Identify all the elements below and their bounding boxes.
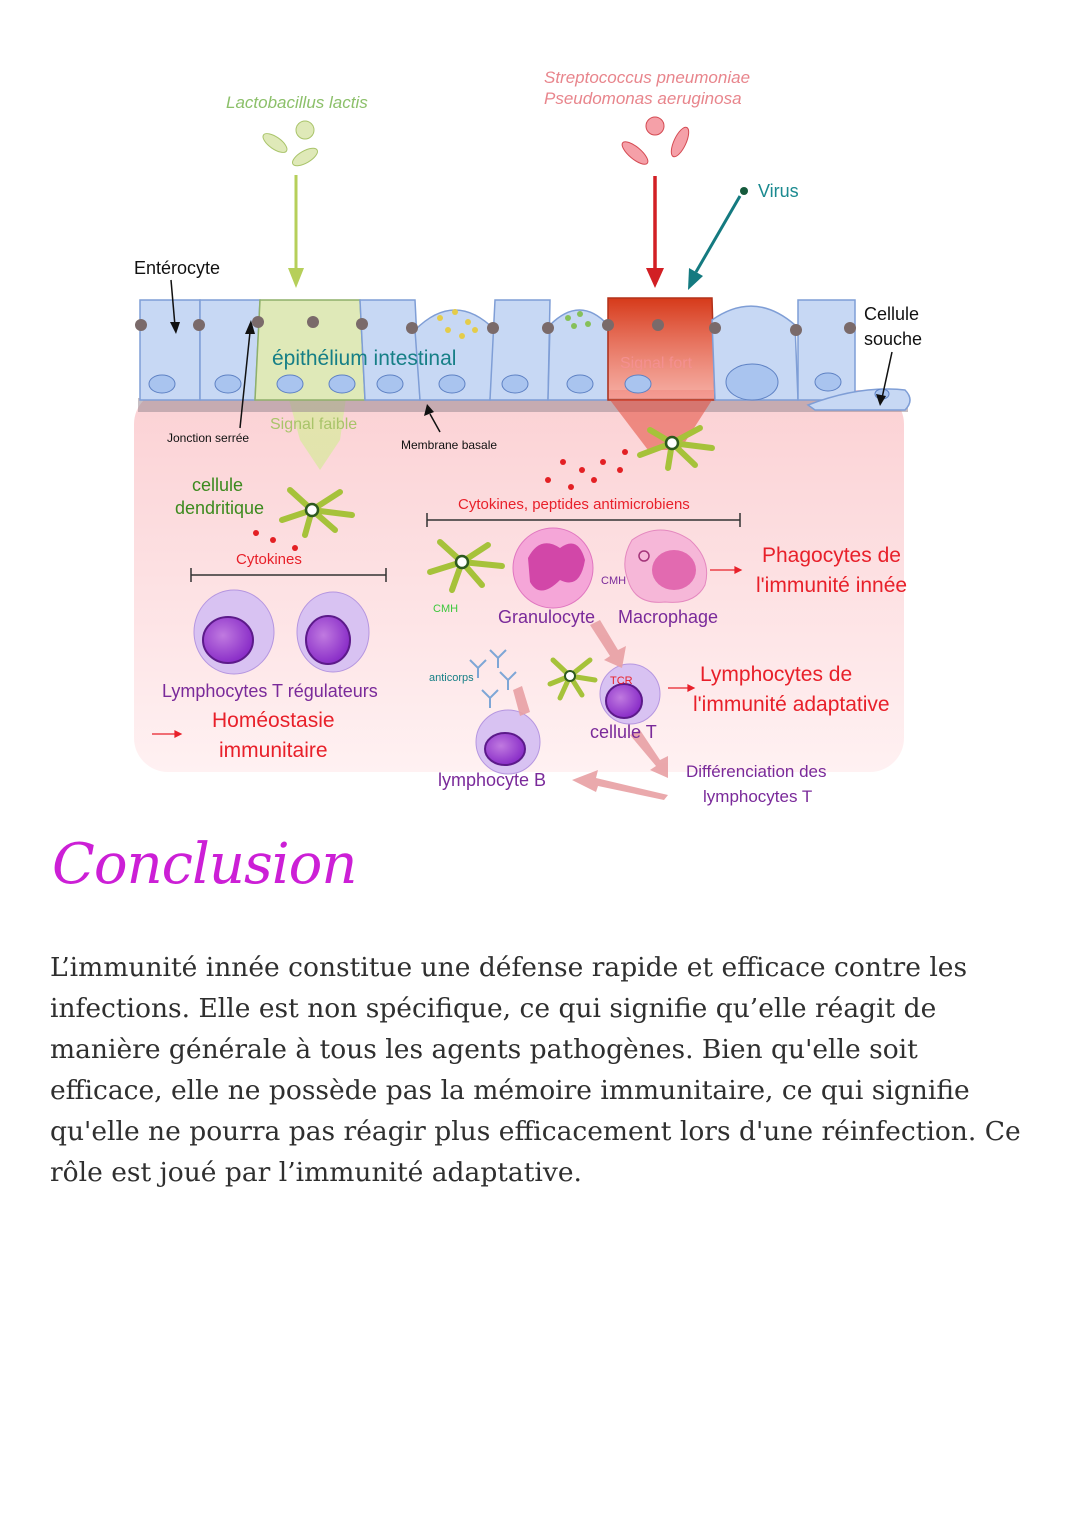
label-cellule-t: cellule T <box>590 722 657 742</box>
label-virus: Virus <box>758 181 799 201</box>
label-signal-fort: Signal fort <box>620 355 693 372</box>
label-lymph-t-reg: Lymphocytes T régulateurs <box>162 681 378 701</box>
label-signal-faible: Signal faible <box>270 416 357 433</box>
bracket-lines <box>190 513 741 582</box>
b-cell <box>475 709 541 775</box>
label-tcr: TCR <box>610 675 633 687</box>
label-lymph-adapt-1: Lymphocytes de <box>700 663 852 686</box>
red-pointer-arrows <box>152 566 743 738</box>
virus-arrow <box>694 195 742 273</box>
label-enterocyte: Entérocyte <box>134 258 220 278</box>
label-macrophage: Macrophage <box>618 607 718 627</box>
label-dendritique-1: cellule <box>192 475 243 495</box>
label-lactobacillus: Lactobacillus lactis <box>226 93 368 112</box>
conclusion-title: Conclusion <box>52 832 357 897</box>
label-dendritique-2: dendritique <box>175 498 264 518</box>
label-pseudomonas: Pseudomonas aeruginosa <box>544 89 742 108</box>
dendritic-cell-right <box>637 425 715 471</box>
label-diff-1: Différenciation des <box>686 762 827 781</box>
label-homeostasie-2: immunitaire <box>219 739 328 762</box>
label-cellule-souche-1: Cellule <box>864 304 919 324</box>
dendritic-cell-small <box>547 657 598 701</box>
label-cytokines: Cytokines <box>236 551 302 568</box>
label-cytokines-peptides: Cytokines, peptides antimicrobiens <box>458 496 690 513</box>
lactobacillus-bacteria <box>262 120 318 167</box>
t-cell <box>599 663 661 725</box>
label-cellule-souche-2: souche <box>864 329 922 349</box>
label-cmh-2: CMH <box>601 575 626 587</box>
regulatory-t-cells <box>193 589 370 675</box>
label-lymph-b: lymphocyte B <box>438 770 546 790</box>
immune-diagram: Lactobacillus lactis Streptococcus pneum… <box>134 68 922 806</box>
cytokine-dots <box>253 449 628 551</box>
label-anticorps: anticorps <box>429 672 474 684</box>
label-phagocytes-1: Phagocytes de <box>762 544 901 567</box>
pathogen-bacteria <box>621 116 690 165</box>
label-membrane: Membrane basale <box>401 438 497 452</box>
label-streptococcus: Streptococcus pneumoniae <box>544 68 750 87</box>
granulocyte-cell <box>512 527 594 609</box>
label-phagocytes-2: l'immunité innée <box>756 574 907 597</box>
macrophage-cell <box>624 529 708 603</box>
dendritic-cell-cmh <box>427 539 505 593</box>
virus-icon <box>740 187 748 195</box>
dendritic-cell-left <box>279 487 355 538</box>
label-lymph-adapt-2: l'immunité adaptative <box>693 693 890 716</box>
conclusion-text: L’immunité innée constitue une défense r… <box>50 952 1021 1188</box>
label-epithelium: épithélium intestinal <box>272 347 456 370</box>
label-homeostasie-1: Homéostasie <box>212 709 335 732</box>
label-diff-2: lymphocytes T <box>703 787 812 806</box>
antibody-icons <box>469 649 517 708</box>
label-granulocyte: Granulocyte <box>498 607 595 627</box>
epithelium-layer <box>135 297 911 412</box>
label-cmh-1: CMH <box>433 603 458 615</box>
differentiation-arrows <box>513 620 668 800</box>
label-jonction: Jonction serrée <box>167 431 249 445</box>
